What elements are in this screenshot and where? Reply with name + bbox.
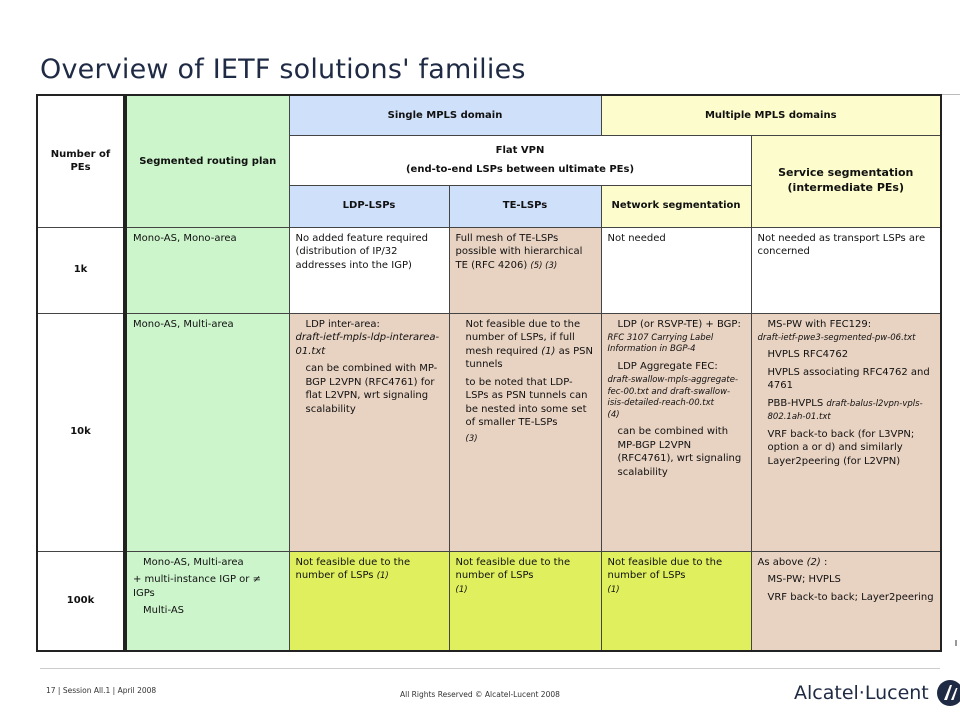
- svc-10k-p1: MS-PW with FEC129:: [767, 318, 872, 330]
- flat-vpn-line2: (end-to-end LSPs between ultimate PEs): [405, 164, 635, 175]
- svc-10k-p3: HVPLS associating RFC4762 and 4761: [767, 366, 930, 392]
- te-10k-p1a: Not feasible due to the number of LSPs, …: [465, 318, 581, 357]
- header-network-segmentation: Network segmentation: [600, 184, 752, 228]
- svc-100k-p3: VRF back-to back; Layer2peering: [767, 591, 934, 603]
- svc-100k-p1: As above: [757, 556, 804, 568]
- te-10k-p2: to be noted that LDP-LSPs as PSN tunnels…: [465, 376, 588, 429]
- cell-10k-ldp: LDP inter-area: draft-ietf-mpls-ldp-inte…: [288, 312, 450, 552]
- ldp-10k-draft: draft-ietf-mpls-ldp-interarea-01.txt: [295, 332, 440, 357]
- te-10k-p3: (3): [465, 433, 478, 444]
- te-1k-refs: (5) (3): [530, 260, 558, 271]
- te-1k-main: Full mesh of TE-LSPs possible with hiera…: [455, 232, 583, 271]
- page-title: Overview of IETF solutions' families: [40, 54, 526, 85]
- edge-tick: [955, 640, 957, 646]
- footer-copyright: All Rights Reserved © Alcatel-Lucent 200…: [400, 690, 560, 699]
- alcatel-lucent-logo: Alcatel·Lucent: [794, 678, 960, 708]
- solutions-table: Number of PEs Segmented routing plan Sin…: [36, 94, 942, 652]
- svc-10k-p4-sub: draft-balus-l2vpn-vpls-802.1ah-01.txt: [767, 398, 923, 423]
- routing-100k-p1: Mono-AS, Multi-area: [143, 556, 244, 568]
- te-10k-p1-ref: (1): [541, 345, 556, 357]
- footer-divider: [40, 668, 940, 669]
- footer-slide-info: 17 | Session All.1 | April 2008: [46, 686, 157, 695]
- svc-10k-p2: HVPLS RFC4762: [767, 349, 849, 361]
- cell-100k-service: As above (2) : MS-PW; HVPLS VRF back-to …: [750, 550, 942, 652]
- row-label-10k: 10k: [36, 312, 127, 552]
- row-label-1k: 1k: [36, 226, 127, 314]
- alcatel-lucent-emblem-icon: [936, 680, 960, 706]
- cell-10k-routing: Mono-AS, Multi-area: [124, 312, 290, 552]
- cell-1k-routing: Mono-AS, Mono-area: [124, 226, 290, 314]
- net-10k-p1: LDP (or RSVP-TE) + BGP:: [617, 318, 741, 330]
- routing-100k-p3: Multi-AS: [143, 605, 185, 616]
- net-10k-p1-sub: RFC 3107 Carrying Label Information in B…: [607, 333, 714, 355]
- flat-vpn-line1: Flat VPN: [495, 144, 545, 156]
- net-10k-p2-sub: draft-swallow-mpls-aggregate-fec-00.txt …: [607, 375, 739, 409]
- header-single-mpls-domain: Single MPLS domain: [288, 94, 602, 136]
- cell-1k-netseg: Not needed: [600, 226, 752, 314]
- te-100k-ref: (1): [455, 584, 468, 595]
- routing-100k-p2: + multi-instance IGP or ≠ IGPs: [133, 574, 261, 599]
- divider: [938, 94, 960, 95]
- svc-10k-p1-sub: draft-ietf-pwe3-segmented-pw-06.txt: [757, 333, 916, 343]
- svc-10k-p4: PBB-HVPLS: [767, 397, 824, 409]
- cell-1k-ldp: No added feature required (distribution …: [288, 226, 450, 314]
- header-ldp-lsps: LDP-LSPs: [288, 184, 450, 228]
- cell-10k-te: Not feasible due to the number of LSPs, …: [448, 312, 602, 552]
- te-100k-text: Not feasible due to the number of LSPs: [455, 556, 571, 582]
- svc-100k-p2: MS-PW; HVPLS: [767, 574, 841, 585]
- te-10k-p1b: as PSN tunnels: [465, 345, 593, 371]
- header-service-segmentation: Service segmentation (intermediate PEs): [750, 134, 942, 228]
- net-100k-text: Not feasible due to the number of LSPs: [607, 556, 723, 582]
- logo-text: Alcatel·Lucent: [794, 682, 929, 704]
- cell-10k-netseg: LDP (or RSVP-TE) + BGP: RFC 3107 Carryin…: [600, 312, 752, 552]
- svc-100k-p1-colon: :: [820, 556, 828, 568]
- header-te-lsps: TE-LSPs: [448, 184, 602, 228]
- cell-100k-ldp: Not feasible due to the number of LSPs (…: [288, 550, 450, 652]
- net-100k-ref: (1): [607, 584, 620, 595]
- svc-100k-p1-ref: (2): [806, 556, 821, 568]
- header-multiple-mpls-domains: Multiple MPLS domains: [600, 94, 942, 136]
- header-number-of-pes: Number of PEs: [36, 94, 127, 228]
- header-flat-vpn: Flat VPN (end-to-end LSPs between ultima…: [288, 134, 752, 186]
- cell-100k-netseg: Not feasible due to the number of LSPs (…: [600, 550, 752, 652]
- cell-1k-service: Not needed as transport LSPs are concern…: [750, 226, 942, 314]
- net-10k-p2: LDP Aggregate FEC:: [617, 360, 718, 372]
- net-10k-p3: can be combined with MP-BGP L2VPN (RFC47…: [617, 426, 742, 478]
- cell-10k-service: MS-PW with FEC129: draft-ietf-pwe3-segme…: [750, 312, 942, 552]
- ldp-100k-text: Not feasible due to the number of LSPs: [295, 556, 411, 582]
- cell-1k-te: Full mesh of TE-LSPs possible with hiera…: [448, 226, 602, 314]
- ldp-10k-p1: LDP inter-area:: [305, 318, 380, 330]
- cell-100k-te: Not feasible due to the number of LSPs (…: [448, 550, 602, 652]
- net-10k-p2-ref: (4): [607, 409, 620, 420]
- cell-100k-routing: Mono-AS, Multi-area + multi-instance IGP…: [124, 550, 290, 652]
- ldp-100k-ref: (1): [376, 571, 389, 581]
- header-segmented-routing-plan: Segmented routing plan: [124, 94, 290, 228]
- svc-10k-p5: VRF back-to back (for L3VPN; option a or…: [767, 428, 915, 467]
- row-label-100k: 100k: [36, 550, 127, 652]
- ldp-10k-p2: can be combined with MP-BGP L2VPN (RFC47…: [305, 363, 438, 415]
